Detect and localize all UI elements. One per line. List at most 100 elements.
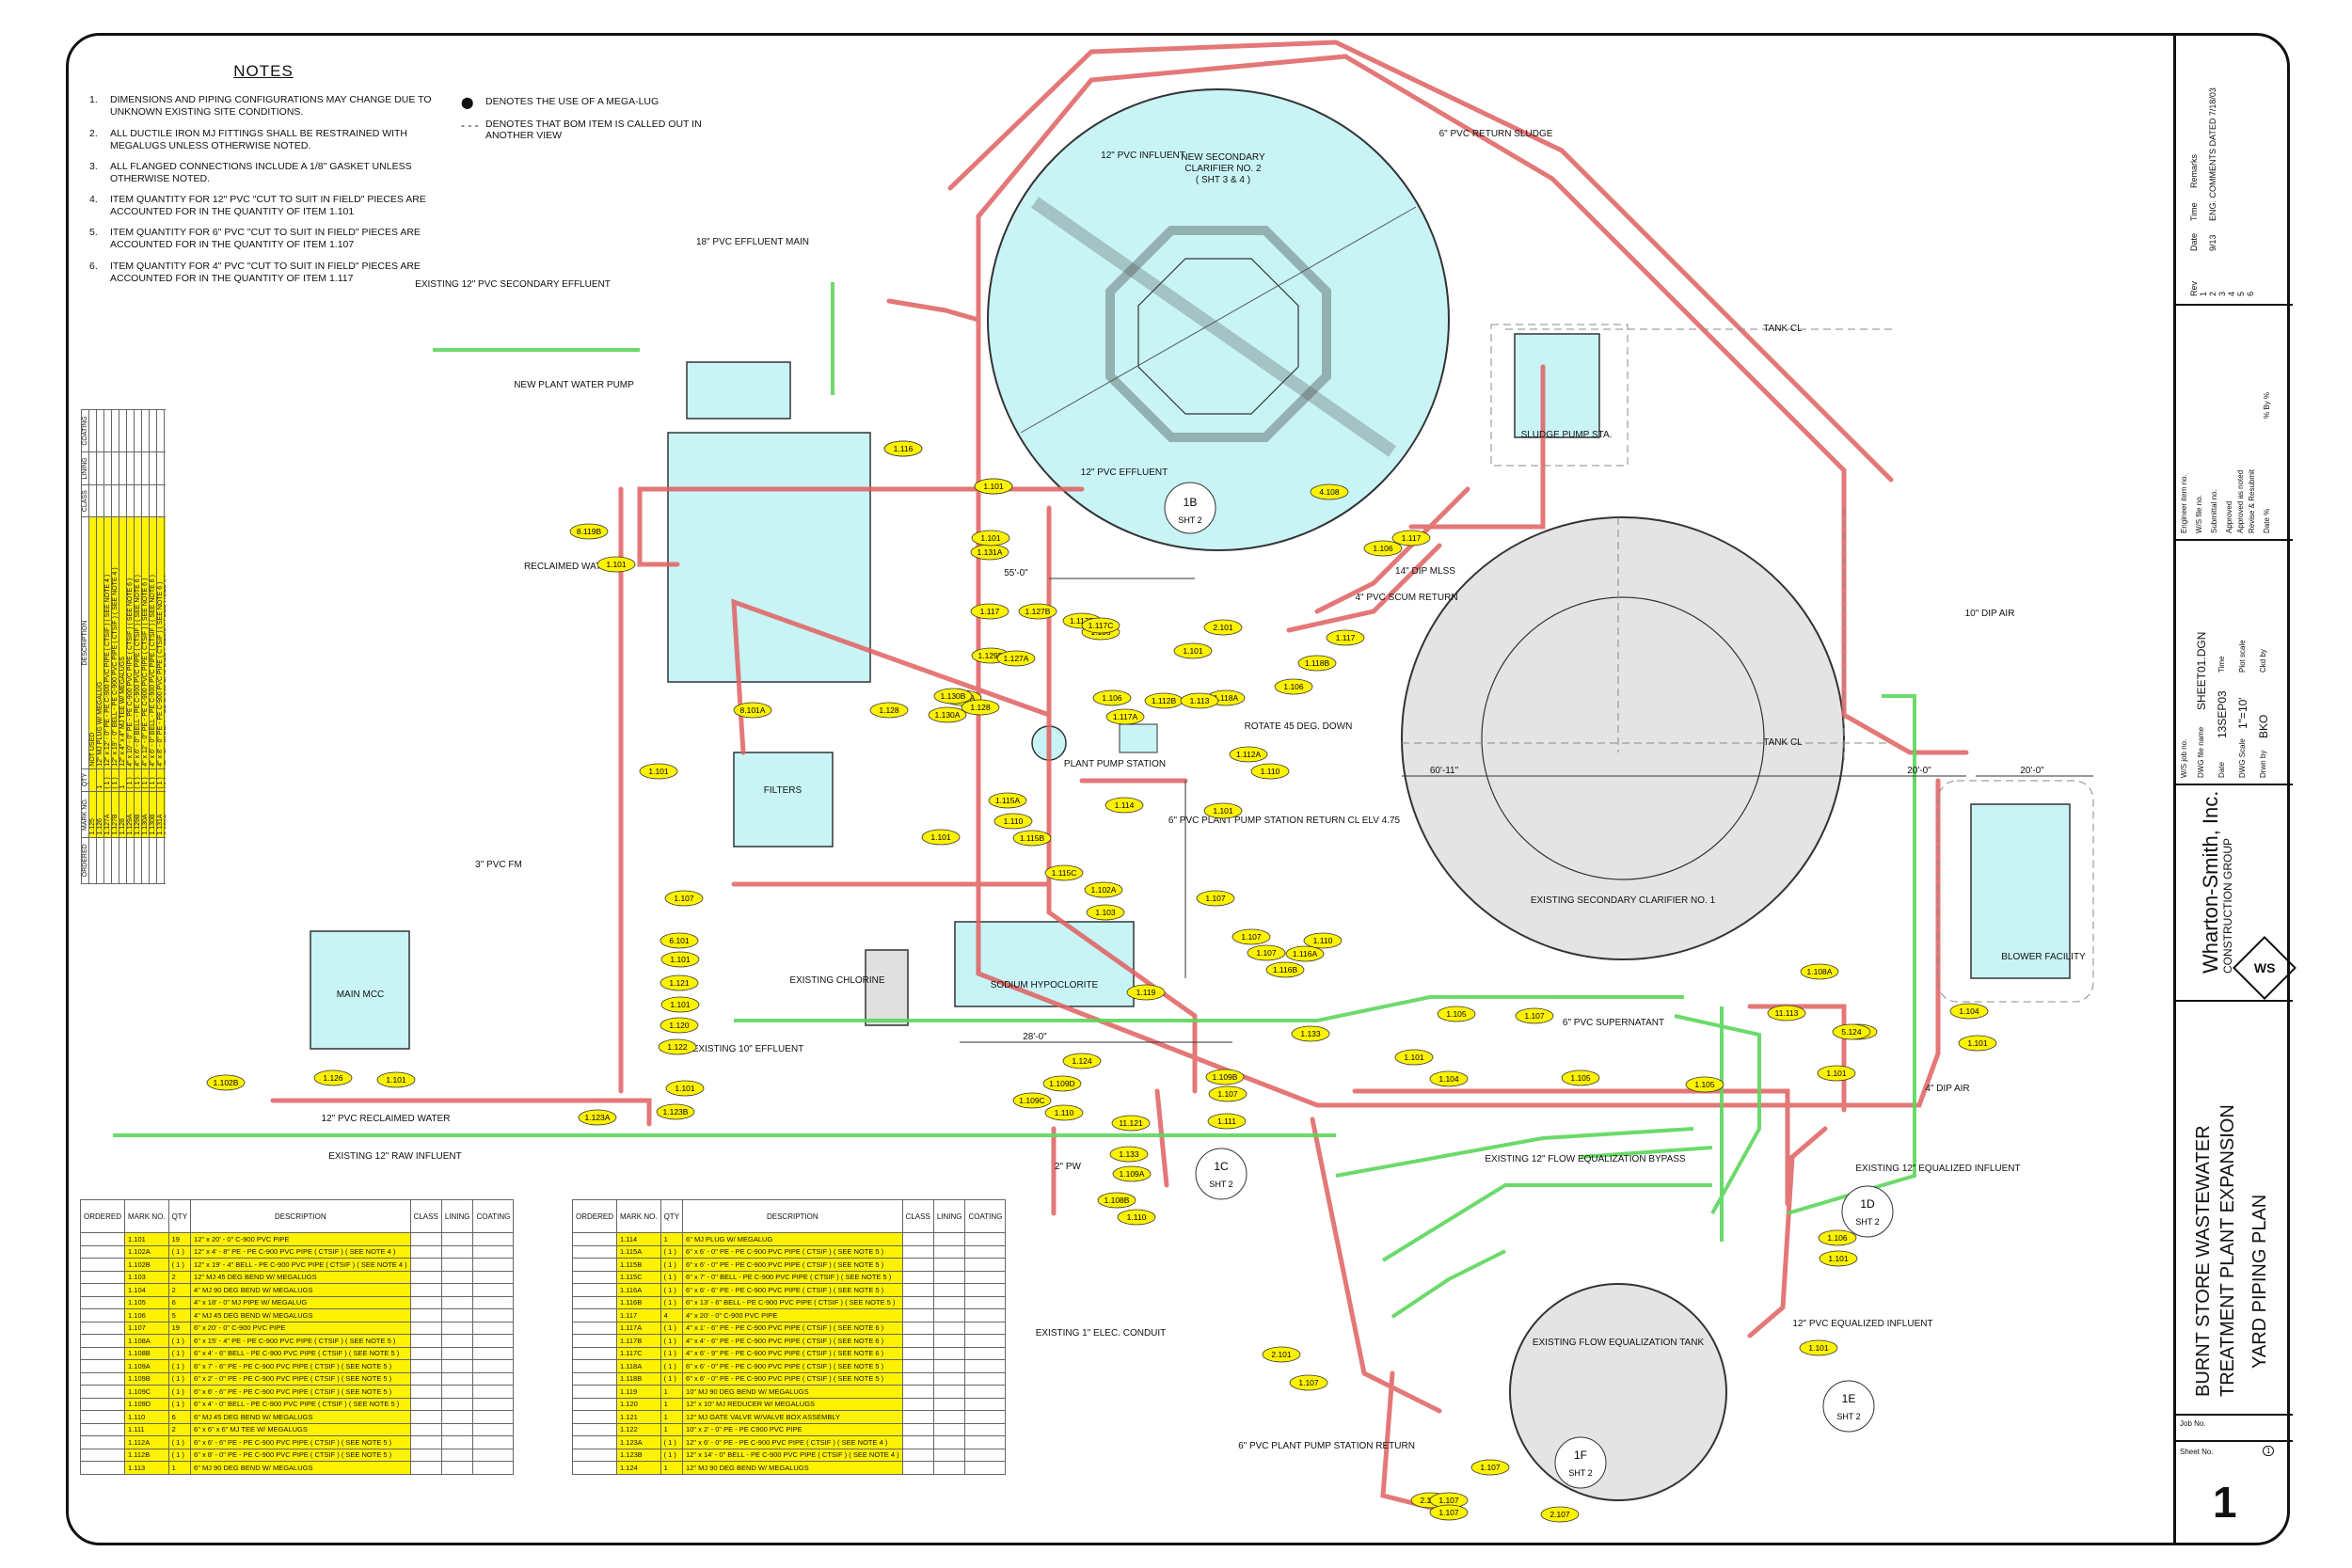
lining-cell — [440, 1359, 474, 1373]
company-logo-icon: WS — [2233, 936, 2296, 1000]
class-cell — [901, 1334, 934, 1348]
qty-cell: 4 — [660, 1308, 684, 1323]
qty-cell: 1 — [167, 1461, 192, 1475]
rev-col-date: Date — [2189, 232, 2199, 251]
mark-cell: 1.113 — [124, 1461, 169, 1475]
class-cell — [96, 484, 104, 517]
label-tank-cl-2: TANK CL — [1763, 737, 1803, 748]
coating-cell — [964, 1410, 1007, 1424]
label-clarifier1: EXISTING SECONDARY CLARIFIER NO. 1 — [1531, 895, 1716, 906]
lining-cell — [440, 1371, 474, 1386]
class-cell — [901, 1346, 934, 1360]
mark-cell: 1.130A — [141, 791, 150, 838]
callout-bubble-label: 1.101 — [386, 1075, 406, 1085]
coating-cell — [964, 1334, 1007, 1348]
callout-bubble: 1.111 — [1207, 1113, 1247, 1130]
lining-cell — [440, 1346, 474, 1360]
mark-cell: 1.109B — [124, 1371, 169, 1386]
callout-bubble-label: 8.119B — [577, 527, 602, 536]
callout-bubble: 2.107 — [1540, 1506, 1580, 1523]
callout-bubble: 1.119 — [1126, 984, 1166, 1001]
callout-bubble: 1.101 — [921, 829, 961, 846]
callout-bubble: 6.101 — [660, 932, 699, 949]
class-cell — [901, 1461, 934, 1475]
lining-cell — [932, 1270, 966, 1284]
lining-cell — [932, 1448, 966, 1462]
description-cell: 4" x 18' - 0" MJ PIPE W/ MEGALUG — [190, 1295, 411, 1309]
class-cell — [409, 1270, 442, 1284]
class-cell — [901, 1385, 934, 1399]
bom-row: 1.116A( 1 )6" x 6' - 6" PE - PE C-900 PV… — [571, 1283, 1007, 1297]
description-cell: 6" x 15' - 4" PE - PE C-900 PVC PIPE ( C… — [190, 1334, 411, 1348]
coating-cell — [964, 1448, 1007, 1462]
ordered-cell — [571, 1397, 618, 1411]
class-cell — [409, 1258, 442, 1272]
qty-cell: 1 — [660, 1385, 684, 1399]
description-cell: 12" x 4' - 8" PE - PE C-900 PVC PIPE ( C… — [190, 1244, 411, 1259]
description-cell: 6" x 20' - 0" C-900 PVC PIPE — [190, 1321, 411, 1335]
bom-row: 1.131A( 1 )4" x 8' - 0" PE - PE C-900 PV… — [156, 409, 165, 884]
qty-cell: ( 1 ) — [660, 1371, 684, 1386]
ordered-cell — [96, 837, 104, 884]
lining-cell — [440, 1258, 474, 1272]
description-cell: 6" x 6' - 0" PE - PE C-900 PVC PIPE ( CT… — [682, 1371, 903, 1386]
bom-row: 1.129B( 1 )4" x 6' - 0" BELL - PE C-900 … — [134, 409, 142, 884]
callout-bubble-label: 1.121 — [669, 978, 690, 988]
job-no-label: Job No. — [2180, 1419, 2206, 1428]
lining-cell — [149, 451, 157, 485]
bom-row: 1.117C( 1 )4" x 6' - 9" PE - PE C-900 PV… — [571, 1346, 1007, 1360]
qty-cell: ( 1 ) — [167, 1244, 192, 1259]
callout-bubble-label: 1.110 — [1055, 1108, 1074, 1117]
ordered-cell — [79, 1283, 126, 1297]
col-lining: LINING — [932, 1199, 966, 1233]
callout-bubble-label: 1.107 — [1438, 1508, 1459, 1517]
callout-bubble: 1.130B — [933, 688, 973, 705]
callout-bubble: 1.123B — [656, 1103, 695, 1120]
callout-bubble: 1.117C — [1081, 617, 1120, 634]
coating-cell — [472, 1270, 515, 1284]
mark-cell: 1.130B — [149, 791, 157, 838]
mark-cell: 1.115A — [616, 1244, 661, 1259]
ordered-cell — [571, 1435, 618, 1449]
mark-cell: 1.112A — [124, 1435, 169, 1449]
notes-panel: NOTES 1.DIMENSIONS AND PIPING CONFIGURAT… — [89, 61, 437, 293]
dwg-file-value: SHEET01.DGN — [2195, 631, 2208, 710]
dwg-scale-label: DWG Scale — [2238, 738, 2247, 778]
callout-bubble-label: 1.117A — [1113, 712, 1138, 721]
description-cell: 4" x 1' - 6" PE - PE C-900 PVC PIPE ( CT… — [682, 1321, 903, 1335]
class-cell — [149, 484, 157, 517]
qty-cell: ( 1 ) — [167, 1359, 192, 1373]
callout-bubble: 1.121 — [660, 974, 699, 991]
callout-bubble: 1.107 — [664, 890, 704, 907]
callout-bubble: 11.121 — [1111, 1115, 1151, 1132]
callout-bubble: 1.116 — [883, 440, 923, 457]
legend-other-view: DENOTES THAT BOM ITEM IS CALLED OUT IN A… — [485, 119, 702, 141]
ordered-cell — [79, 1308, 126, 1323]
mark-cell: 1.116A — [616, 1283, 661, 1297]
callout-bubble-label: 1.102B — [214, 1078, 239, 1087]
lining-cell — [932, 1422, 966, 1436]
description-cell: 12" MJ GATE VALVE W/VALVE BOX ASSEMBLY — [682, 1410, 903, 1424]
callout-bubble: 8.119B — [569, 523, 609, 540]
ordered-cell — [571, 1270, 618, 1284]
label-filters: FILTERS — [764, 785, 803, 796]
description-cell: 4" x 4' - 6" PE - PE C-900 PVC PIPE ( CT… — [682, 1334, 903, 1348]
coating-cell — [472, 1371, 515, 1386]
label-eq-tank: EXISTING FLOW EQUALIZATION TANK — [1533, 1338, 1705, 1348]
callout-bubble: 1.130A — [928, 706, 967, 723]
rev-col-time: Time — [2189, 202, 2199, 221]
callout-bubble-label: 1.107 — [1241, 932, 1262, 942]
coating-cell — [472, 1397, 515, 1411]
callout-bubble-label: 1.123B — [663, 1107, 689, 1117]
callout-bubble: 1.101 — [376, 1071, 416, 1088]
clarifier-2-diameter-line — [1020, 206, 1417, 434]
label-ex-elec: EXISTING 1" ELEC. CONDUIT — [1036, 1328, 1167, 1338]
label-effluent-12: 12" PVC EFFLUENT — [1081, 467, 1168, 478]
plot-scale-label: Plot scale — [2238, 640, 2247, 673]
coating-cell — [964, 1359, 1007, 1373]
ordered-cell — [141, 837, 150, 884]
mark-cell: 1.115C — [616, 1270, 661, 1284]
ordered-cell — [111, 837, 119, 884]
callout-bubble: 1.118B — [1297, 655, 1337, 672]
